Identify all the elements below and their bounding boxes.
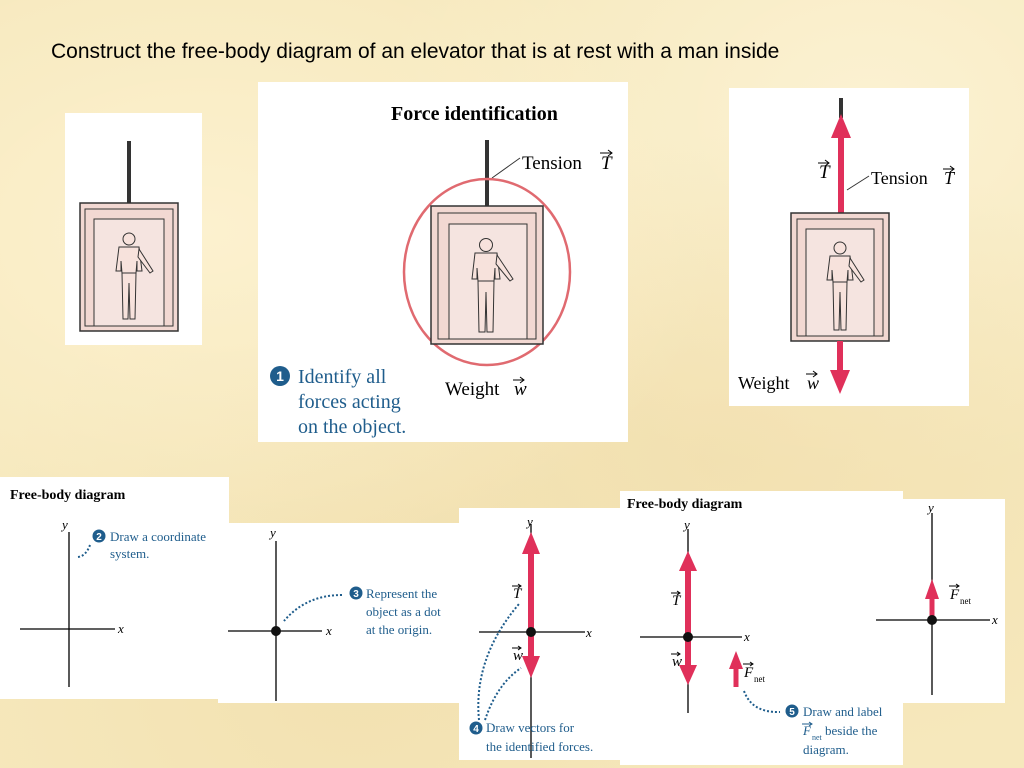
vector-arrow-icon [512,583,522,589]
tension-vector-symbol: T [513,586,523,602]
net-force-symbol: F [949,587,960,603]
tension-arrowhead-icon [522,532,540,554]
net-force-symbol: F [743,665,754,681]
vector-arrow-icon [600,149,613,157]
fbd-heading: Free-body diagram [10,488,126,503]
fbd-step5-panel: Free-body diagram y x T w F net 5 Draw a… [620,491,903,765]
step-5-fnet-subscript: net [812,733,823,742]
net-force-arrowhead-icon [729,651,743,669]
vector-arrow-icon [671,590,681,596]
step-4-number: 4 [473,724,479,735]
tension-pointer-line [846,175,870,191]
man-figure [471,238,514,333]
vector-arrow-icon [512,645,522,651]
y-axis-label: y [268,525,276,540]
step-4-pointer-weight [484,667,522,721]
man-figure [115,232,154,320]
tension-arrowhead-icon [679,551,697,571]
force-identification-panel: Force identification Tension T Weight w … [258,82,628,442]
tension-label: Tension [522,153,582,174]
vector-arrow-icon [671,651,681,657]
x-axis-label: x [117,621,124,636]
object-dot [927,615,937,625]
step-4-badge [469,721,483,735]
vector-arrow-icon [513,376,525,384]
x-axis-label: x [325,623,332,638]
weight-symbol: w [807,373,819,393]
step-3-text-line-1: Represent the [366,586,437,601]
step-5-text-line-1: Draw and label [803,704,883,719]
net-force-arrowhead-icon [925,579,939,599]
vector-arrow-icon [818,159,830,167]
tension-label-symbol: T [944,168,956,188]
weight-label: Weight [738,373,790,393]
step-1-text-line-2: forces acting [298,391,401,413]
weight-symbol: w [514,379,527,400]
step-4-text-line-1: Draw vectors for [486,720,575,735]
step-5-badge [785,704,799,718]
fbd-step3-panel: y x 3 Represent the object as a dot at t… [218,523,460,703]
step-3-pointer [283,594,343,622]
step-3-number: 3 [353,589,359,600]
vector-arrow-icon [743,661,754,667]
y-axis-label: y [525,514,533,529]
tension-label: Tension [871,168,928,188]
x-axis-label: x [585,625,592,640]
weight-arrowhead-icon [522,656,540,678]
vector-arrow-icon [802,721,813,727]
force-identification-heading: Force identification [391,103,558,125]
tension-pointer-line [491,157,521,179]
y-axis-label: y [682,517,690,532]
page-title: Construct the free-body diagram of an el… [51,40,780,63]
tension-vector-symbol: T [819,162,831,183]
step-2-pointer [77,544,91,558]
weight-label: Weight [445,379,500,400]
vector-arrow-icon [943,165,955,173]
step-5-text-line-2: beside the [825,723,878,738]
tension-vector-symbol: T [672,593,682,609]
weight-arrowhead-icon [679,665,697,685]
elevator-panel [65,113,202,345]
x-axis-label: x [991,612,998,627]
step-3-text-line-2: object as a dot [366,604,441,619]
step-1-text-line-1: Identify all [298,366,387,388]
weight-arrowhead-icon [830,370,850,394]
y-axis-label: y [60,517,68,532]
step-5-text-line-3: diagram. [803,742,849,757]
step-2-badge [92,529,106,543]
step-4-text-line-2: the identified forces. [486,739,593,754]
step-2-text-line-2: system. [110,546,149,561]
step-1-badge [270,366,290,386]
step-5-number: 5 [789,707,795,718]
man-figure [826,241,865,331]
tension-arrowhead-icon [831,114,851,138]
step-1-text-line-3: on the object. [298,416,406,438]
fbd-net-force-panel: y x F net [874,499,1005,703]
net-force-subscript: net [960,596,971,606]
weight-vector-symbol: w [672,654,682,670]
fbd-step4-panel: y x T w 4 Draw vectors for the identifie… [459,508,635,760]
step-5-pointer [743,690,781,714]
tension-symbol: T [601,153,613,174]
object-dot [526,627,536,637]
fbd-heading: Free-body diagram [627,497,743,512]
object-highlight-circle [402,177,572,367]
step-1-number: 1 [276,368,284,384]
step-4-pointer-tension [477,603,520,721]
step-2-text-line-1: Draw a coordinate [110,529,206,544]
object-dot [683,632,693,642]
weight-vector-symbol: w [513,648,523,664]
step-5-fnet-symbol: F [802,723,812,738]
vector-arrow-icon [806,370,818,378]
step-3-badge [349,586,363,600]
step-2-number: 2 [96,532,102,543]
object-dot [271,626,281,636]
y-axis-label: y [926,500,934,515]
step-3-text-line-3: at the origin. [366,622,432,637]
fbd-step2-panel: Free-body diagram y x 2 Draw a coordinat… [0,477,229,699]
net-force-subscript: net [754,674,765,684]
x-axis-label: x [743,629,750,644]
force-vectors-panel: T Tension T Weight w [729,88,969,406]
vector-arrow-icon [949,583,960,589]
